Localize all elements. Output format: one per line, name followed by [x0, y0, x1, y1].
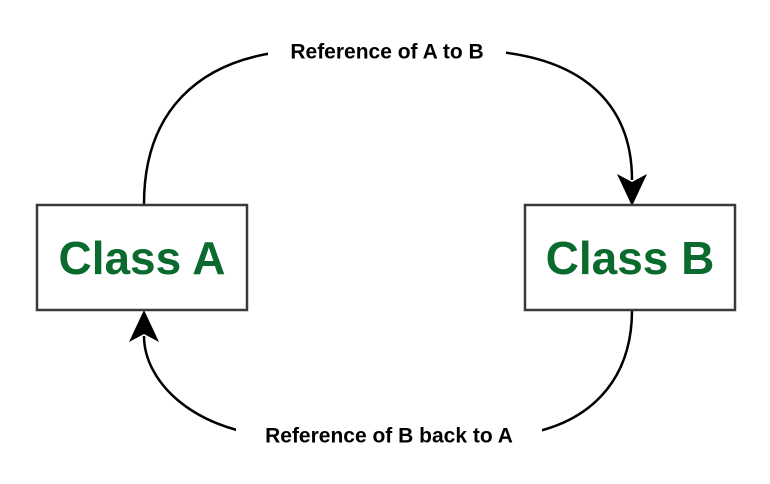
- edge-b-to-a-arrowhead: [129, 310, 159, 342]
- class-b-label: Class B: [546, 232, 715, 284]
- class-a-node: Class A: [35, 203, 249, 312]
- class-b-node: Class B: [523, 203, 737, 312]
- class-a-box: [35, 203, 249, 312]
- edge-b-to-a-line: [142, 309, 634, 438]
- edge-b-to-a-label-bg: [236, 420, 542, 452]
- edge-a-to-b: Reference of A to B: [142, 36, 647, 206]
- class-b-box: [523, 203, 737, 312]
- edge-a-to-b-arrowhead: [617, 174, 647, 206]
- edge-a-to-b-line: [142, 50, 634, 205]
- edge-b-to-a: Reference of B back to A: [129, 309, 634, 452]
- class-a-label: Class A: [58, 232, 225, 284]
- edge-b-to-a-label: Reference of B back to A: [265, 425, 513, 448]
- edge-a-to-b-label-bg: [268, 36, 506, 68]
- edge-a-to-b-label: Reference of A to B: [290, 41, 483, 64]
